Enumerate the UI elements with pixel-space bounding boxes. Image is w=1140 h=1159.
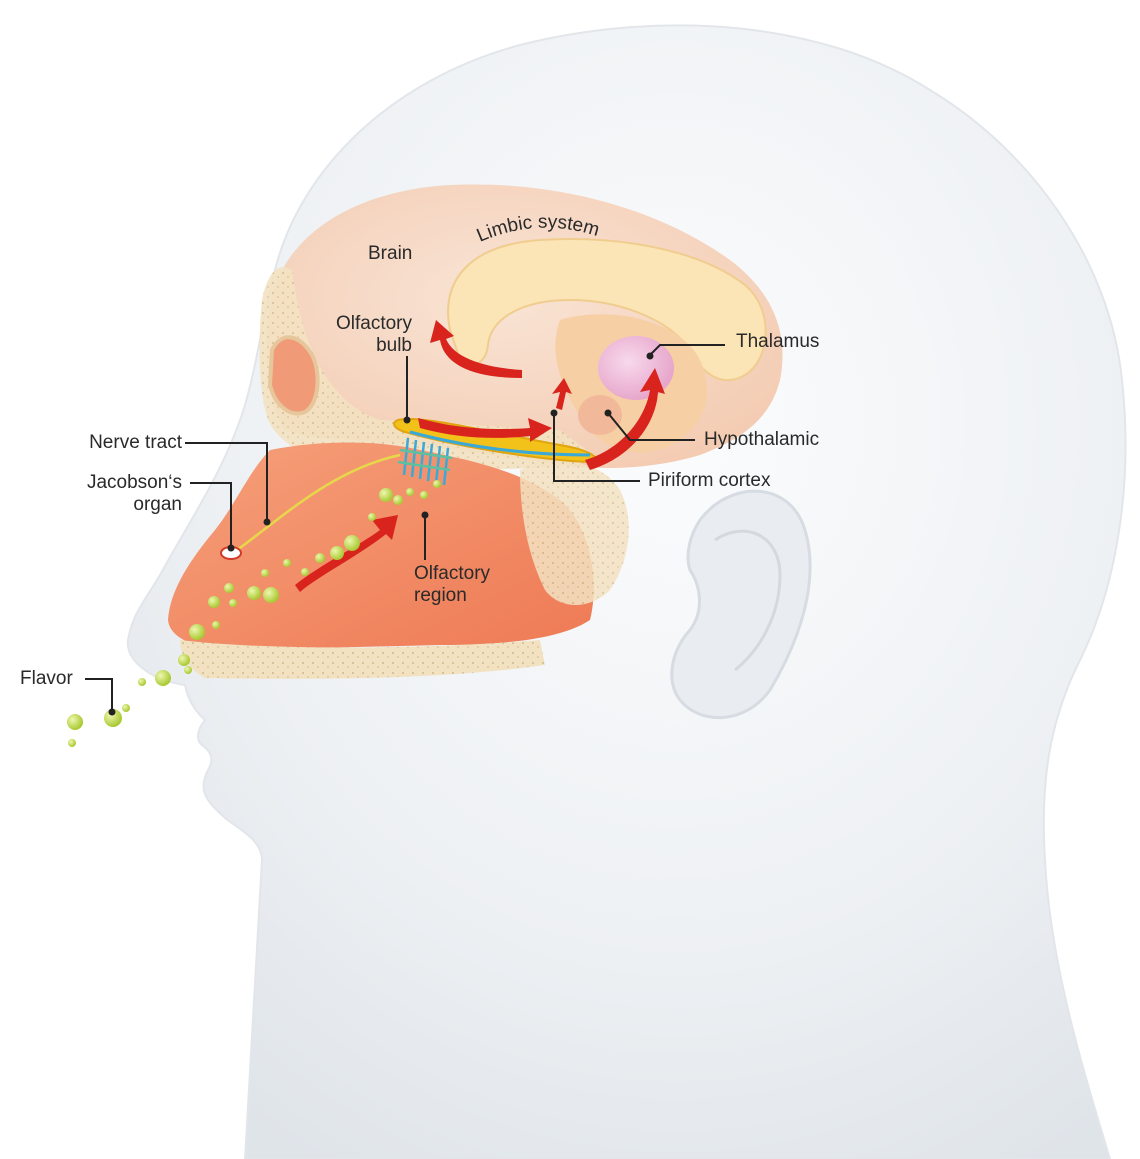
label-flavor: Flavor — [20, 668, 73, 690]
label-jacobsons-organ-line1: Jacobson‘s — [40, 472, 182, 494]
label-jacobsons-organ-line2: organ — [40, 494, 182, 516]
label-olfactory-bulb-line1: Olfactory — [300, 313, 412, 335]
label-jacobsons-organ: Jacobson‘s organ — [40, 472, 182, 516]
label-piriform-cortex: Piriform cortex — [648, 470, 770, 492]
label-olfactory-bulb-line2: bulb — [300, 335, 412, 357]
label-thalamus: Thalamus — [736, 331, 819, 353]
hypothalamus-shape — [578, 395, 622, 435]
label-nerve-tract: Nerve tract — [40, 432, 182, 454]
label-hypothalamic: Hypothalamic — [704, 429, 819, 451]
leader-flavor — [85, 679, 112, 712]
label-brain: Brain — [368, 243, 412, 265]
label-olfactory-region: Olfactory region — [414, 563, 490, 607]
label-olfactory-region-line1: Olfactory — [414, 563, 490, 585]
label-olfactory-bulb: Olfactory bulb — [300, 313, 412, 357]
label-olfactory-region-line2: region — [414, 585, 490, 607]
